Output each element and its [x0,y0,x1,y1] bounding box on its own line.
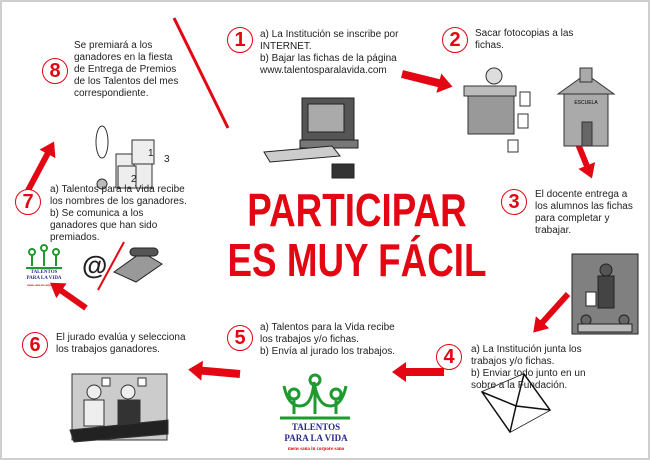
logo-large-slogan: mens sana in corpore sano [287,447,345,452]
phone-icon [113,247,163,283]
podium-third: 3 [164,154,170,165]
arrow-5-to-6 [188,360,241,381]
logo-small-line-1: TALENTOS [30,270,58,275]
arrow-3-to-4 [533,291,571,333]
slash-divider [97,241,125,291]
step-6-line: los trabajos ganadores. [56,344,160,355]
step-3-line: El docente entrega a [535,189,628,200]
step-2-number: 2 [442,27,468,53]
step-8-line: Se premiará a los [74,40,153,51]
podium-second: 2 [131,174,137,185]
step-4-line: a) La Institución junta los [471,344,582,355]
step-8-number: 8 [42,58,68,84]
step-7-line: b) Se comunica a los [50,208,144,219]
step-1-line: a) La Institución se inscribe por [260,29,399,40]
logo-large-line-2: PARA LA VIDA [284,433,348,443]
arrow-7-to-8 [21,141,56,200]
teacher-icon [571,253,639,335]
step-8-line: de los Talentos del mes [74,76,179,87]
step-3-line: los alumnos las fichas [535,201,633,212]
step-7-line: ganadores que han sido [50,220,158,231]
step-4-line: trabajos y/o fichas. [471,356,555,367]
step-7-line: los nombres de los ganadores. [50,196,187,207]
step-3-number: 3 [501,189,527,215]
step-1-line: b) Bajar las fichas de la página [260,53,397,64]
main-title-line-2: ES MUY FÁCIL [227,234,487,286]
step-5-line: a) Talentos para la Vida recibe [260,322,395,333]
step-7-number: 7 [15,189,41,215]
step-8-line: de Entrega de Premios [74,64,177,75]
step-2-line: Sacar fotocopias a las [475,28,574,39]
step-3-line: trabajar. [535,225,572,236]
step-6-line: El jurado evalúa y selecciona [56,332,186,343]
step-5-line: b) Envía al jurado los trabajos. [260,346,396,357]
arrow-1-to-2 [401,70,453,93]
logo-small-slogan: mens sana in corpore sano [27,283,61,287]
step-6-number: 6 [22,332,48,358]
step-7-line: a) Talentos para la Vida recibe [50,184,185,195]
photocopier-icon [463,67,531,153]
logo-figures-large [280,373,350,420]
divider-line [172,17,230,129]
step-3-line: para completar y [535,213,610,224]
step-4-line: b) Enviar todo junto en un [471,368,586,379]
logo-large-line-1: TALENTOS [291,422,341,432]
arrow-6-to-7 [49,282,88,311]
computer-icon [263,97,359,179]
main-title-line-1: PARTICIPAR [247,184,467,236]
logo-small-line-2: PARA LA VIDA [26,276,62,281]
school-icon [556,67,616,147]
step-5-number: 5 [227,325,253,351]
podium-first: 1 [148,148,154,159]
jury-icon [69,373,169,443]
step-1-line: www.talentosparalavida.com [260,65,387,76]
step-8-line: ganadores en la fiesta [74,52,173,63]
school-sign: ESCUELA [574,100,598,106]
step-1-line: INTERNET. [260,41,312,52]
step-4-line: sobre a la Fundación. [471,380,568,391]
step-5-line: los trabajos y/o fichas. [260,334,359,345]
step-2-line: fichas. [475,40,504,51]
step-1-number: 1 [227,27,253,53]
logo-figures-small [26,244,62,269]
podium-medal-icon [95,125,155,190]
arrow-4-to-5 [392,362,444,382]
step-8-line: correspondiente. [74,88,149,99]
step-7-line: premiados. [50,232,100,243]
step-4-number: 4 [436,344,462,370]
at-sign-icon: @ [82,250,107,280]
envelope-icon [480,373,552,433]
